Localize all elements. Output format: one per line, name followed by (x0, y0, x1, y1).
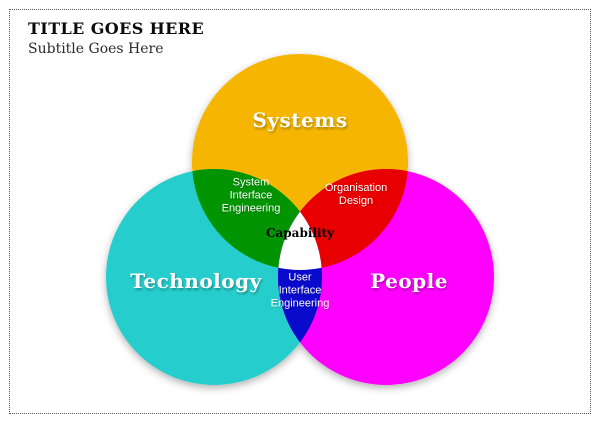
page-title: TITLE GOES HERE (28, 19, 205, 38)
header: TITLE GOES HERE Subtitle Goes Here (28, 19, 205, 59)
page-subtitle: Subtitle Goes Here (28, 41, 164, 58)
systems-people-overlap (278, 169, 408, 270)
systems-technology-overlap (192, 169, 322, 270)
